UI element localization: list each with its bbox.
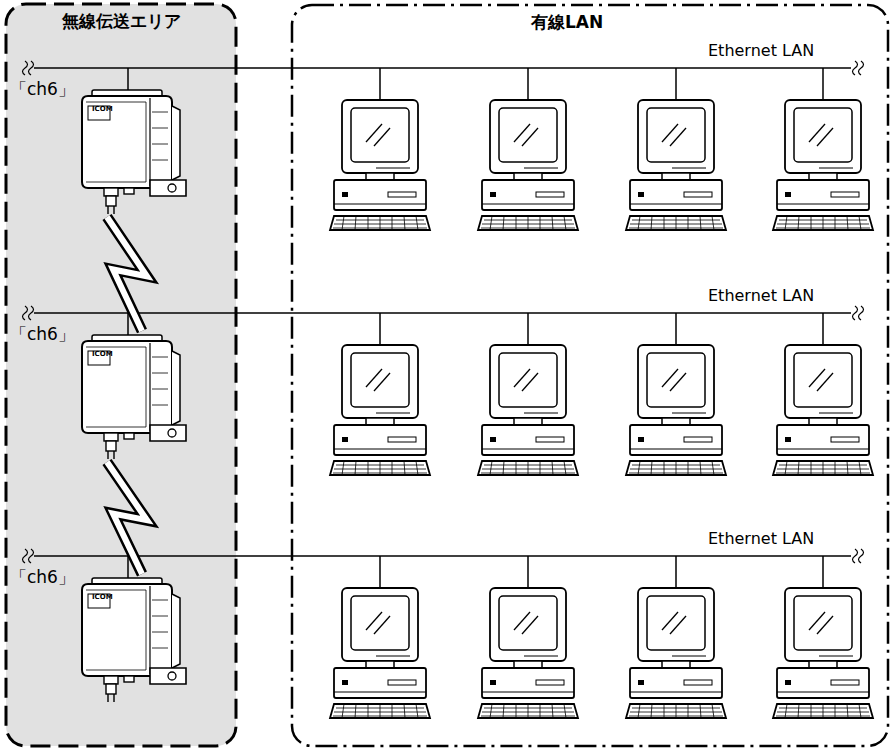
bolt-outline (107, 217, 147, 331)
brand-logo: ICOM (92, 350, 113, 358)
bolt-fill (107, 217, 147, 331)
label-holder: Ethernet LAN (706, 529, 816, 548)
channel-label: 「ch6」 (10, 78, 75, 100)
wireless-link (107, 462, 147, 574)
label-holder: Ethernet LAN (706, 286, 816, 305)
network-label: Ethernet LAN (706, 41, 816, 60)
network-label: Ethernet LAN (706, 529, 816, 548)
label-holder: Ethernet LAN (706, 41, 816, 60)
area-title: 有線LAN (267, 3, 867, 33)
access-point: 「ch6」 ICOM (10, 78, 188, 203)
access-point: 「ch6」 ICOM (10, 566, 188, 691)
region-border (292, 5, 888, 746)
bolt-fill (107, 462, 147, 574)
network-label: Ethernet LAN (706, 286, 816, 305)
wireless-area: 無線伝送エリア「ch6」 ICOM 「ch6」 ICOM 「ch6」 ICOM (4, 2, 238, 748)
region-border (6, 4, 236, 746)
access-point: 「ch6」 ICOM (10, 323, 188, 448)
wireless-link (107, 217, 147, 331)
area-title: 無線伝送エリア (4, 2, 238, 32)
bolt-outline (107, 462, 147, 574)
brand-logo: ICOM (92, 105, 113, 113)
brand-logo: ICOM (92, 593, 113, 601)
channel-label: 「ch6」 (10, 323, 75, 345)
channel-label: 「ch6」 (10, 566, 75, 588)
